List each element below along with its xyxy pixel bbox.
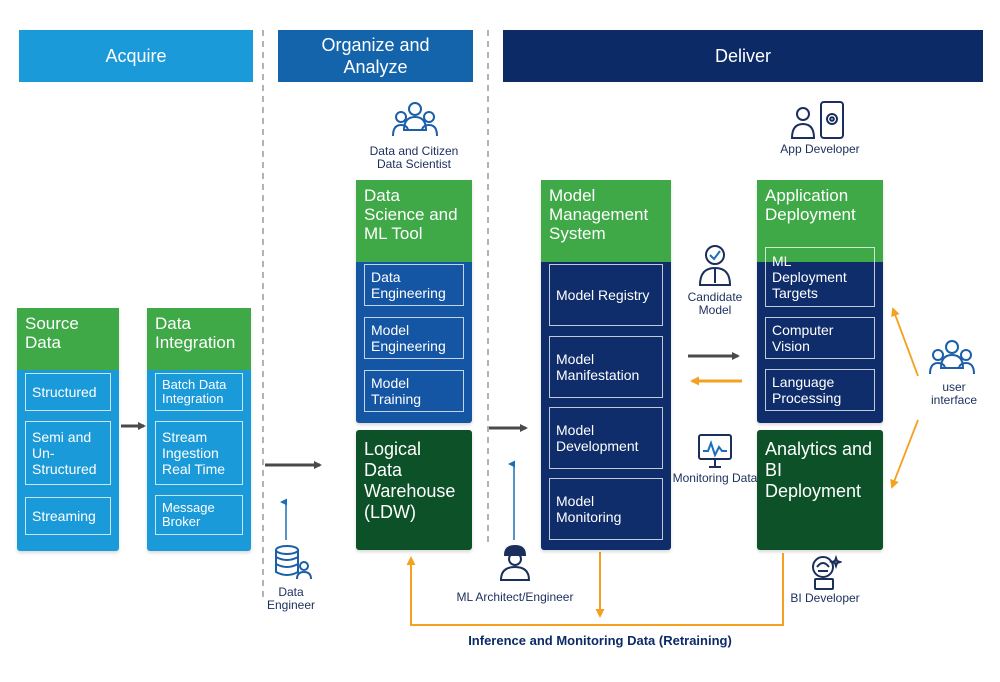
data-science-title: Data Science and ML Tool (356, 180, 472, 262)
ml-architect-label: ML Architect/Engineer (456, 590, 574, 604)
data-science-item: Model Engineering (364, 317, 464, 359)
retraining-loop (406, 553, 784, 626)
app-deploy-item: Language Processing (765, 369, 875, 411)
header-deliver: Deliver (503, 30, 983, 82)
header-acquire: Acquire (19, 30, 253, 82)
bi-developer-icon (806, 555, 842, 591)
model-mgmt-item: Model Monitoring (549, 478, 663, 540)
data-engineer-label: Data Engineer (266, 585, 316, 612)
arrow-orange (891, 307, 919, 377)
model-mgmt-item: Model Registry (549, 264, 663, 326)
candidate-model-label: Candidate Model (687, 290, 743, 317)
model-management-title: Model Management System (541, 180, 671, 262)
candidate-model-icon (698, 243, 732, 287)
app-deployment-column: Application Deployment ML Deployment Tar… (757, 180, 883, 423)
app-deploy-item: Computer Vision (765, 317, 875, 359)
data-science-item: Model Training (364, 370, 464, 412)
model-management-column: Model Management System Model Registry M… (541, 180, 671, 550)
user-interface-label: user interface (930, 380, 978, 407)
app-deployment-title: Application Deployment (757, 180, 883, 262)
header-deliver-label: Deliver (714, 46, 771, 66)
analytics-title: Analytics and BI Deployment (765, 439, 873, 501)
model-mgmt-item: Model Development (549, 407, 663, 469)
monitoring-data-label: Monitoring Data (672, 471, 758, 485)
app-developer-icon (791, 100, 847, 140)
source-item: Semi and Un-Structured (25, 421, 111, 485)
source-data-column: Source Data Structured Semi and Un-Struc… (17, 308, 119, 551)
source-data-title: Source Data (17, 308, 119, 370)
people-group-icon (392, 100, 438, 140)
app-developer-label: App Developer (780, 142, 860, 156)
header-acquire-label: Acquire (105, 46, 167, 66)
retraining-caption: Inference and Monitoring Data (Retrainin… (468, 633, 732, 648)
bi-developer-label: BI Developer (790, 591, 860, 605)
data-science-column: Data Science and ML Tool Data Engineerin… (356, 180, 472, 423)
source-item: Streaming (25, 497, 111, 535)
data-science-item: Data Engineering (364, 264, 464, 306)
header-organize-label: Organize and Analyze (321, 35, 430, 77)
data-integration-column: Data Integration Batch Data Integration … (147, 308, 251, 551)
ml-architect-icon (498, 543, 532, 581)
data-engineer-icon (272, 544, 312, 580)
model-mgmt-item: Model Manifestation (549, 336, 663, 398)
header-organize: Organize and Analyze (278, 30, 473, 82)
integration-item: Stream Ingestion Real Time (155, 421, 243, 485)
monitoring-icon (697, 433, 733, 469)
analytics-block: Analytics and BI Deployment (757, 430, 883, 550)
ldw-block: Logical Data Warehouse (LDW) (356, 430, 472, 550)
data-scientist-label: Data and Citizen Data Scientist (369, 144, 459, 171)
source-item: Structured (25, 373, 111, 411)
user-interface-icon (929, 338, 975, 378)
integration-item: Message Broker (155, 495, 243, 535)
ldw-title: Logical Data Warehouse (LDW) (364, 439, 456, 522)
data-integration-title: Data Integration (147, 308, 251, 370)
integration-item: Batch Data Integration (155, 373, 243, 411)
arrow-orange (890, 419, 919, 489)
app-deploy-item: ML Deployment Targets (765, 247, 875, 307)
